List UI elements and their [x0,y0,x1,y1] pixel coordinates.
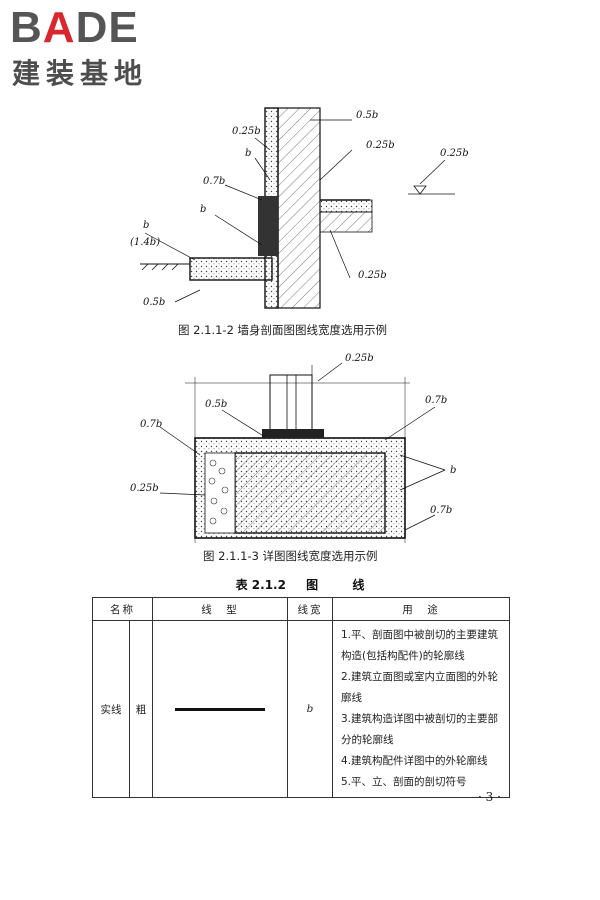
fig1-label-5: 0.7b [203,176,225,187]
window-frame [269,374,313,439]
logo-letter-a: A [42,3,76,52]
header-width: 线宽 [287,597,333,621]
detail-drawing: 0.25b 0.5b 0.7b 0.7b b 0.25b 0.7b [130,353,456,543]
bade-logo: BADE 建装基地 [10,4,180,96]
table-row: 实线 粗 b 1.平、剖面图中被剖切的主要建筑构造(包括构配件)的轮廓线 2.建… [92,620,510,798]
usage-item-3: 3.建筑构造详图中被剖切的主要部分的轮廓线 [341,713,499,746]
table-header-row: 名称 线 型 线宽 用 途 [92,597,510,621]
insulation-board [204,452,236,534]
floor-base [319,211,373,233]
window-sill [262,429,324,438]
usage-list: 1.平、剖面图中被剖切的主要建筑构造(包括构配件)的轮廓线 2.建筑立面图或室内… [341,625,501,793]
waterproof-layer [258,196,278,256]
fig1-label-6: b [200,204,206,215]
figure2-caption: 图 2.1.1-3 详图图线宽度选用示例 [203,549,378,563]
row-width: b [287,620,333,798]
logo-letter-b: B [10,3,43,52]
fig1-label-11: 0.5b [143,297,165,308]
fig2-label-3: 0.7b [140,419,162,430]
fig2-label-5: b [450,465,456,476]
usage-item-1: 1.平、剖面图中被剖切的主要建筑构造(包括构配件)的轮廓线 [341,629,499,662]
fig1-label-3: 0.25b [366,140,395,151]
fig1-label-1: 0.25b [232,126,261,137]
fig1-label-10: 0.25b [440,148,469,159]
row-name: 实线 [92,620,130,798]
fig2-label-4: 0.7b [425,395,447,406]
header-usage: 用 途 [332,597,510,621]
table-title: 表 2.1.2 图 线 [0,576,600,593]
apron-slab [189,257,273,281]
fig1-label-7: b [143,220,149,231]
leader-lines [144,119,446,303]
usage-item-5: 5.平、立、剖面的剖切符号 [341,776,467,788]
table-title-word-2: 线 [352,578,365,592]
leader-lines-2 [159,362,446,531]
usage-item-2: 2.建筑立面图或室内立面图的外轮廓线 [341,671,499,704]
fig1-label-9: 0.25b [358,270,387,281]
fig1-label-8: (1.4b) [130,237,160,248]
logo-wordmark: BADE [10,4,139,52]
row-line-sample [152,620,288,798]
page-number: · 3 · [478,790,501,804]
row-sub: 粗 [129,620,153,798]
logo-letters-de: DE [75,3,139,52]
table-number: 表 2.1.2 [235,578,286,592]
fig1-label-4: b [245,148,251,159]
fig2-label-1: 0.25b [345,353,374,364]
usage-item-4: 4.建筑构配件详图中的外轮廓线 [341,755,488,767]
fig2-label-2: 0.5b [205,399,227,410]
floor-slab [319,199,373,213]
fig1-label-2: 0.5b [356,110,378,121]
logo-subtitle: 建装基地 [12,57,149,90]
header-name: 名称 [92,597,153,621]
fig2-label-7: 0.7b [430,505,452,516]
wall-body [277,107,321,309]
structural-core [234,452,386,534]
header-type: 线 型 [152,597,288,621]
thick-line-sample [175,707,265,711]
figure1-caption: 图 2.1.1-2 墙身剖面图图线宽度选用示例 [178,323,388,337]
table-title-word-1: 图 [306,578,319,592]
wall-section-drawing: 0.25b 0.5b 0.25b b 0.7b b b (1.4b) 0.25b… [130,107,469,309]
row-usage: 1.平、剖面图中被剖切的主要建筑构造(包括构配件)的轮廓线 2.建筑立面图或室内… [332,620,510,798]
fig2-label-6: 0.25b [130,483,159,494]
line-types-table: 名称 线 型 线宽 用 途 实线 粗 b 1.平、剖面图中被剖切的主要建筑构造(… [92,597,510,798]
